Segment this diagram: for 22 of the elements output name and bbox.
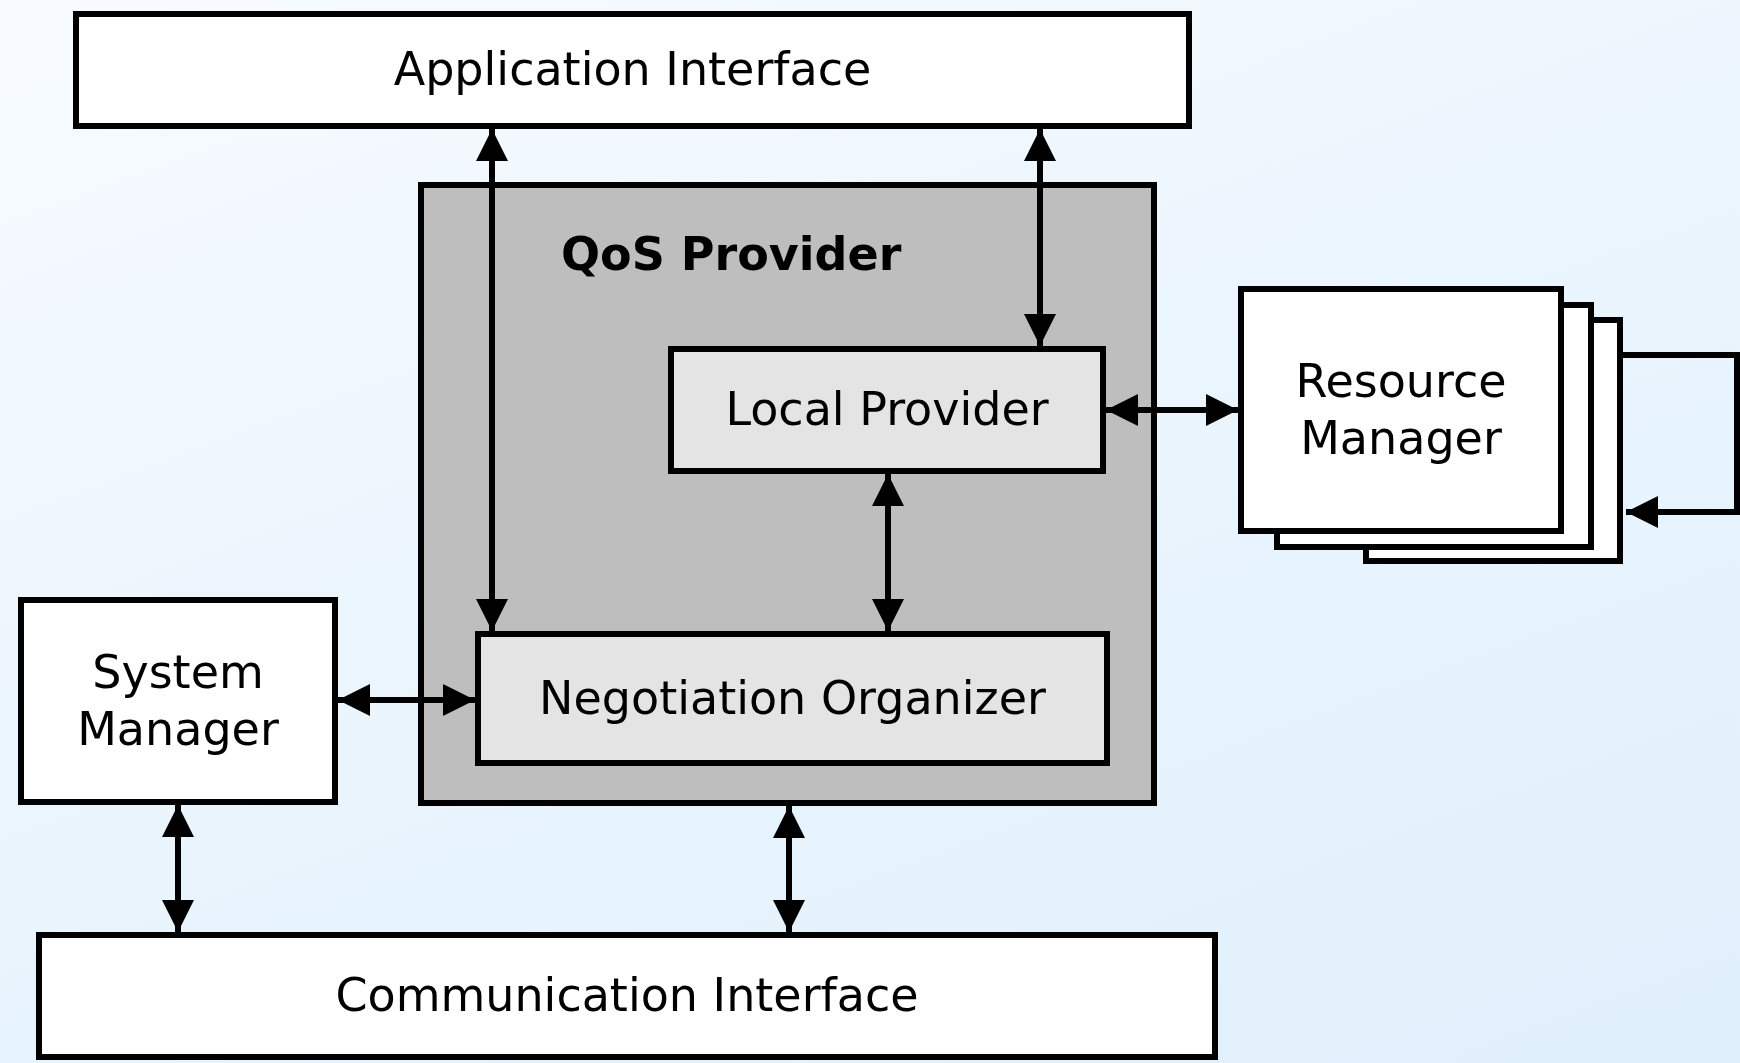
box-label: Resource Manager: [1294, 352, 1508, 467]
group-title: QoS Provider: [561, 226, 902, 283]
provider-group-box: [418, 182, 1157, 806]
manager-box: [18, 597, 338, 805]
process-box: [668, 346, 1106, 474]
interface-box: [73, 11, 1192, 129]
loop-arrow: [1623, 352, 1740, 528]
box-label: Local Provider: [725, 381, 1049, 439]
manager-box: [1238, 286, 1564, 534]
box-label: Application Interface: [393, 41, 872, 99]
double-arrow: [872, 474, 904, 631]
double-arrow: [338, 684, 475, 716]
double-arrow: [476, 129, 508, 631]
process-box: [475, 631, 1110, 766]
double-arrow: [162, 805, 194, 932]
box-label: Communication Interface: [335, 967, 919, 1025]
double-arrow: [1106, 394, 1238, 426]
box-label: System Manager: [76, 643, 280, 758]
box-label: Negotiation Organizer: [539, 669, 1046, 727]
double-arrow: [773, 806, 805, 932]
interface-box: [36, 932, 1218, 1060]
double-arrow: [1024, 129, 1056, 346]
